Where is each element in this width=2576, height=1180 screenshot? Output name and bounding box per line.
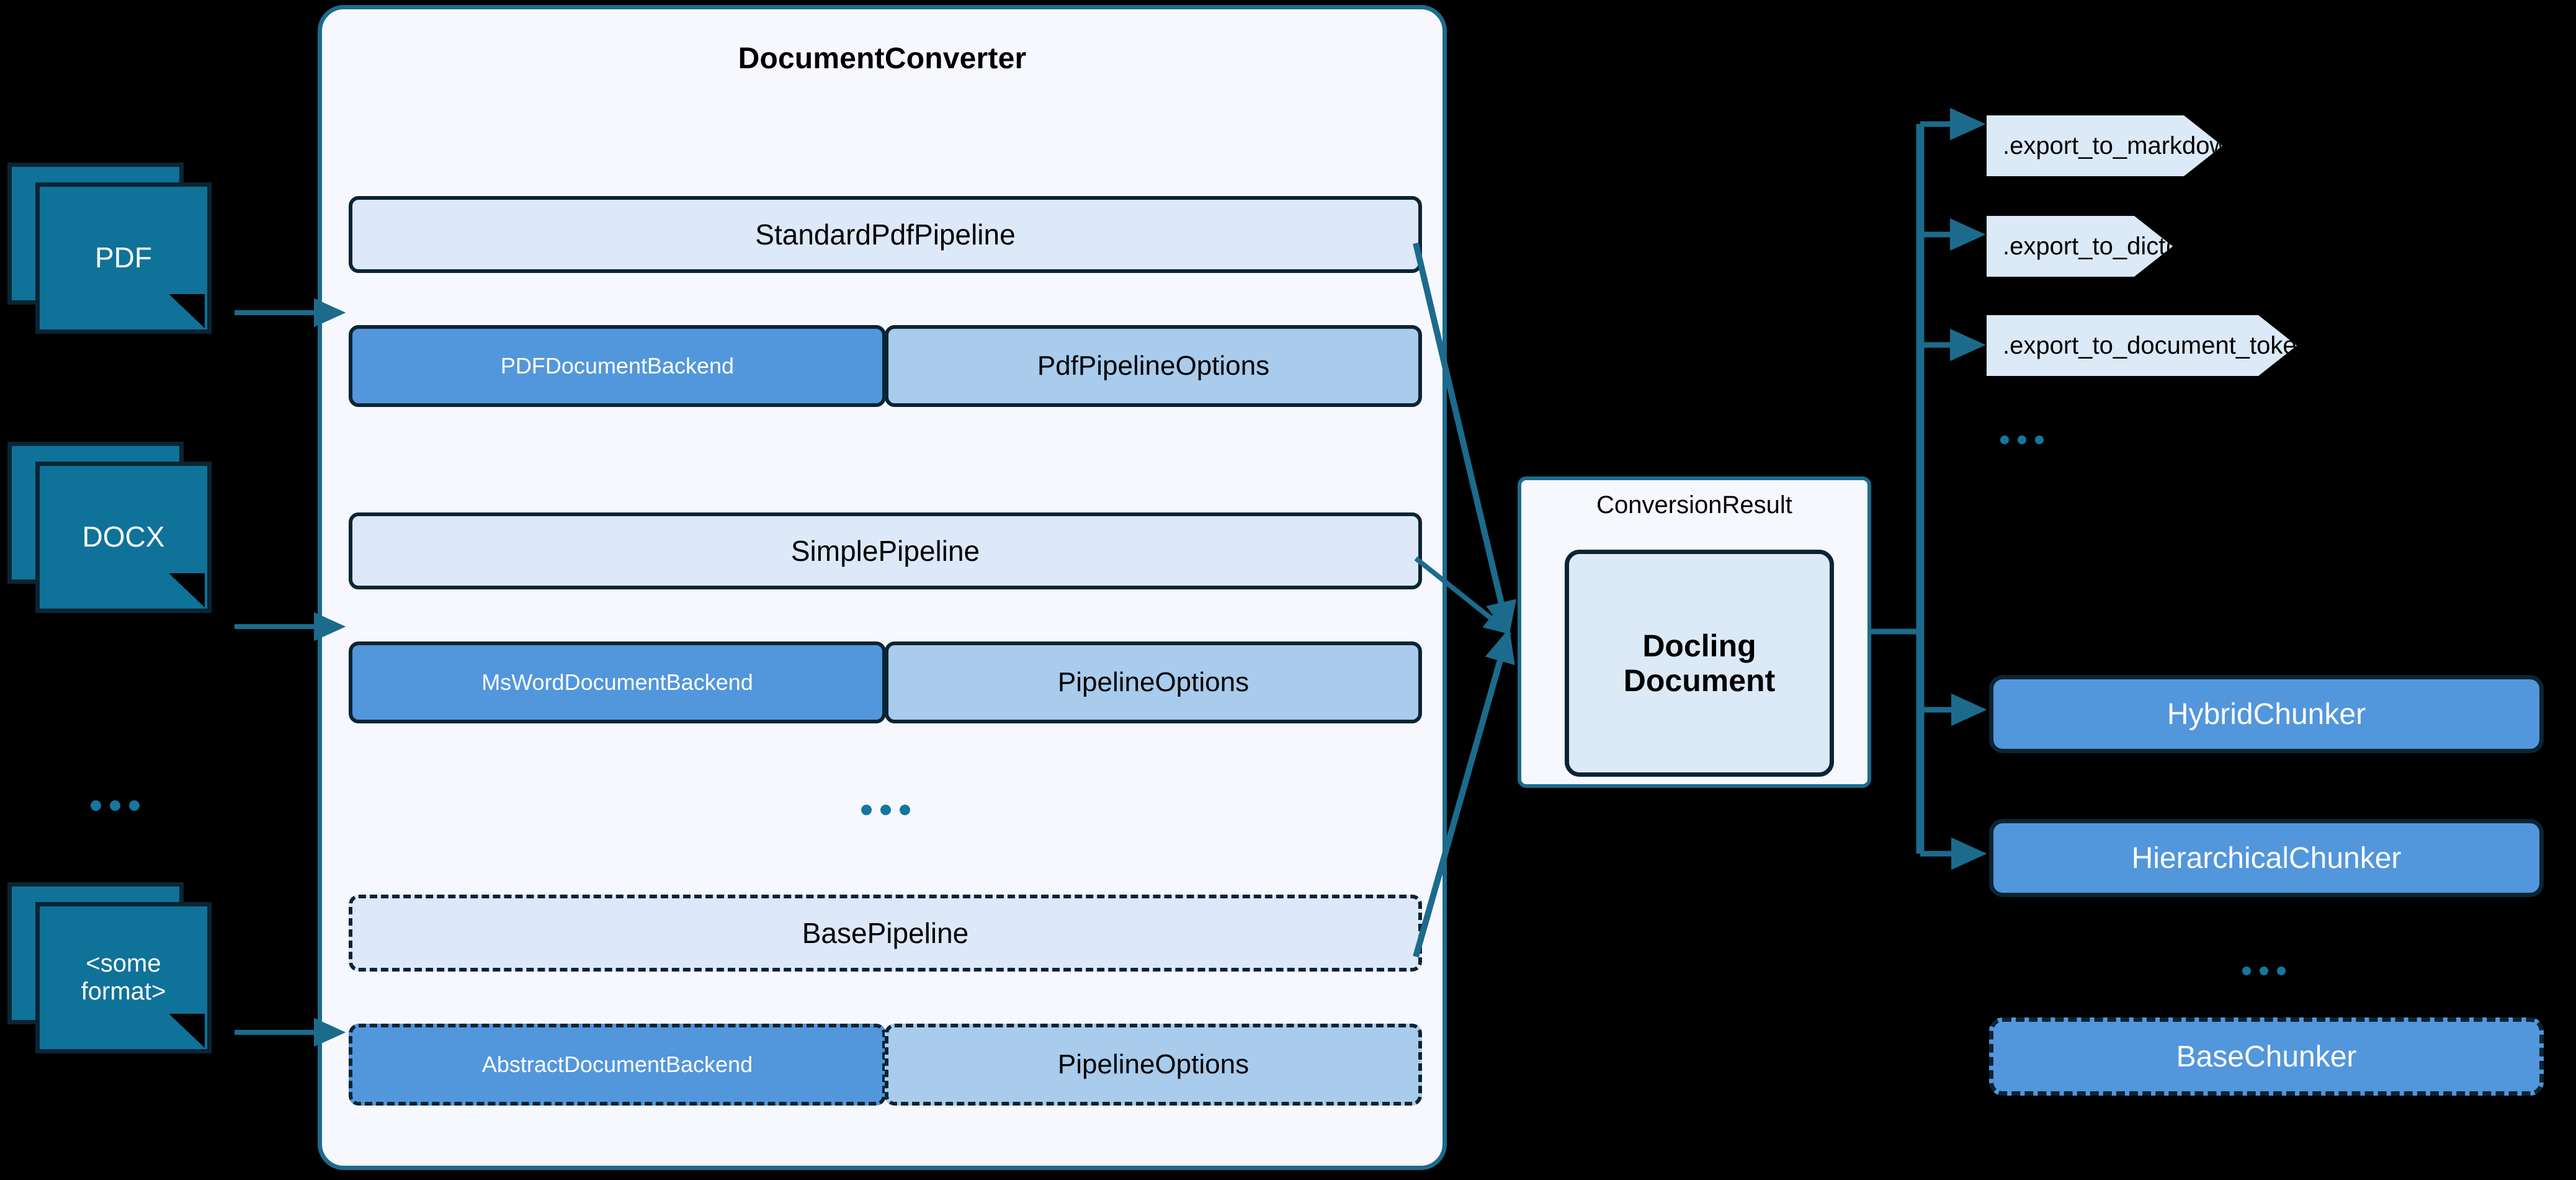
- pipeline-backend-abstractdocumentbackend[interactable]: AbstractDocumentBackend: [349, 1024, 886, 1106]
- source-document-docx[interactable]: DOCX: [7, 442, 243, 613]
- chunker-hybridchunker[interactable]: HybridChunker: [1989, 675, 2544, 753]
- export-callout-document-tokens[interactable]: .export_to_document_tokens(): [1987, 315, 2297, 376]
- export-label: .export_to_dict(): [2003, 232, 2183, 260]
- source-document-pdf[interactable]: PDF: [7, 163, 243, 334]
- ellipsis-dot: [2277, 967, 2286, 975]
- pipeline-name-label: SimplePipeline: [790, 535, 980, 567]
- ellipsis-dot: [2018, 436, 2026, 444]
- backend-name-label: AbstractDocumentBackend: [481, 1052, 753, 1077]
- source-list-ellipsis: [91, 800, 140, 811]
- ellipsis-dot: [861, 805, 872, 815]
- pipeline-name-label: StandardPdfPipeline: [755, 218, 1016, 251]
- export-callout-markdown[interactable]: .export_to_markdown(): [1987, 115, 2222, 176]
- source-document-other-format[interactable]: <some format>: [7, 882, 243, 1053]
- doc-fold-corner: [169, 1014, 205, 1048]
- ellipsis-dot: [2242, 967, 2251, 975]
- source-label-other-line1: <some: [86, 950, 161, 978]
- chunker-list-ellipsis: [2242, 967, 2286, 975]
- export-list-ellipsis: [2000, 436, 2044, 444]
- pipeline-list-ellipsis: [861, 805, 910, 815]
- ellipsis-dot: [2035, 436, 2044, 444]
- source-label-docx: DOCX: [82, 521, 165, 553]
- source-label-pdf: PDF: [95, 241, 152, 274]
- pipeline-header-basepipeline[interactable]: BasePipeline: [349, 895, 1422, 972]
- doc-fold-corner: [169, 294, 205, 328]
- options-name-label: PipelineOptions: [1057, 667, 1250, 697]
- ellipsis-dot: [2000, 436, 2009, 444]
- pipeline-header-standardpdfpipeline[interactable]: StandardPdfPipeline: [349, 196, 1422, 273]
- backend-name-label: PDFDocumentBackend: [500, 353, 735, 378]
- export-label: .export_to_markdown(): [2003, 132, 2258, 159]
- pipeline-options-pdfpipelineoptions[interactable]: PdfPipelineOptions: [885, 325, 1422, 407]
- backend-name-label: MsWordDocumentBackend: [481, 669, 753, 695]
- ellipsis-dot: [110, 800, 120, 811]
- pipeline-header-simplepipeline[interactable]: SimplePipeline: [349, 512, 1422, 589]
- chunker-label: HierarchicalChunker: [2131, 841, 2402, 875]
- conversion-result-label: ConversionResult: [1596, 491, 1792, 519]
- chunker-label: BaseChunker: [2176, 1040, 2357, 1073]
- doc-fold-corner: [169, 573, 205, 607]
- docling-document-line2: Document: [1623, 663, 1776, 698]
- ellipsis-dot: [2260, 967, 2268, 975]
- pipeline-backend-msworddocumentbackend[interactable]: MsWordDocumentBackend: [349, 641, 886, 723]
- export-label: .export_to_document_tokens(): [2003, 331, 2340, 359]
- pipeline-options-pipelineoptions-abstract[interactable]: PipelineOptions: [885, 1024, 1422, 1106]
- docling-document-line1: Docling: [1642, 628, 1756, 663]
- export-callout-dict[interactable]: .export_to_dict(): [1987, 216, 2173, 277]
- ellipsis-dot: [880, 805, 891, 815]
- chunker-hierarchicalchunker[interactable]: HierarchicalChunker: [1989, 819, 2544, 897]
- pipeline-backend-pdfdocumentbackend[interactable]: PDFDocumentBackend: [349, 325, 886, 407]
- document-converter-title: DocumentConverter: [738, 42, 1027, 75]
- ellipsis-dot: [900, 805, 910, 815]
- source-label-other-line2: format>: [81, 978, 166, 1005]
- chunker-basechunker[interactable]: BaseChunker: [1989, 1017, 2544, 1096]
- pipeline-name-label: BasePipeline: [802, 917, 969, 949]
- chunker-label: HybridChunker: [2167, 697, 2366, 731]
- ellipsis-dot: [129, 800, 140, 811]
- options-name-label: PdfPipelineOptions: [1037, 351, 1270, 381]
- ellipsis-dot: [91, 800, 101, 811]
- docling-document-box[interactable]: Docling Document: [1565, 550, 1834, 777]
- pipeline-options-pipelineoptions[interactable]: PipelineOptions: [885, 641, 1422, 723]
- doc-stack-front-sheet: PDF: [35, 182, 212, 334]
- options-name-label: PipelineOptions: [1057, 1049, 1250, 1079]
